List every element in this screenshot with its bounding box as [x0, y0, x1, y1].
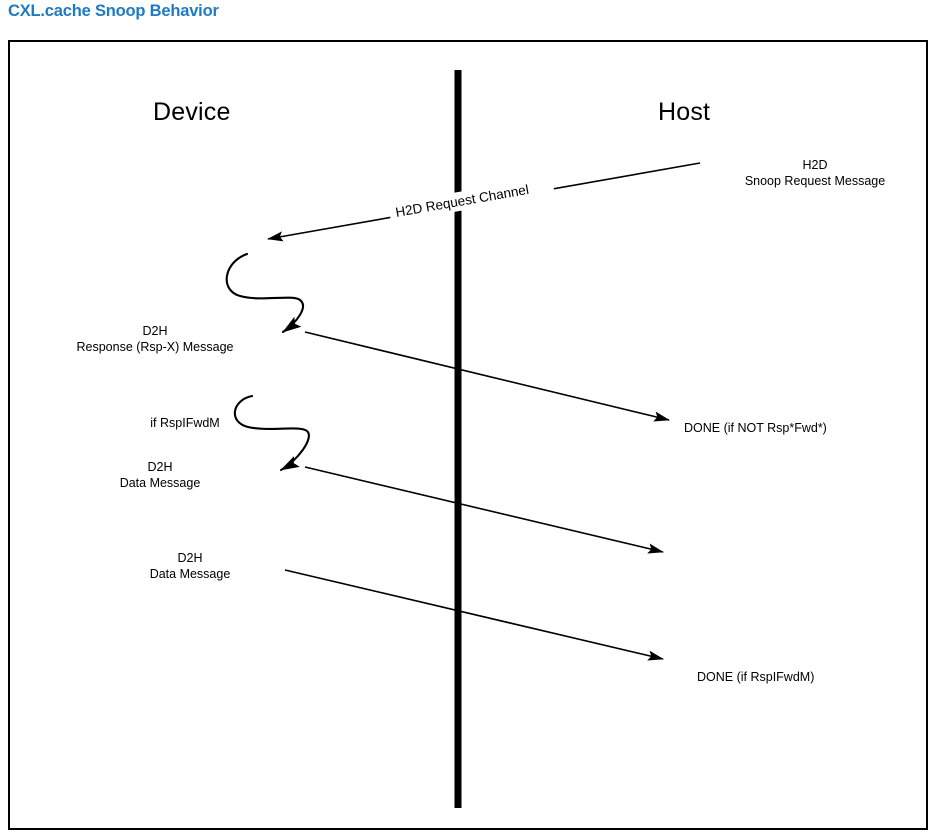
lane-title-host: Host	[658, 98, 711, 126]
label-d2h-data-message-1-line2: Data Message	[119, 476, 201, 490]
label-h2d-snoop-request-line1: H2D	[802, 158, 828, 172]
label-d2h-data-message-2: D2H Data Message	[90, 550, 290, 582]
label-d2h-response-rspx-line1: D2H	[142, 324, 168, 338]
label-d2h-data-message-2-line2: Data Message	[149, 567, 231, 581]
arrow-d2h-data-message-1	[304, 466, 664, 554]
arrow-d2h-data-message-2	[284, 569, 664, 661]
label-d2h-data-message-2-line1: D2H	[177, 551, 203, 565]
label-h2d-snoop-request-line2: Snoop Request Message	[744, 174, 886, 188]
label-d2h-response-rspx-line2: Response (Rsp-X) Message	[76, 340, 234, 354]
diagram-frame	[8, 40, 928, 830]
squiggle-device-processing-1	[225, 252, 305, 334]
label-d2h-response-rspx: D2H Response (Rsp-X) Message	[25, 323, 285, 355]
arrow-d2h-response-rspx	[304, 331, 670, 422]
label-if-rspifwdm: if RspIFwdM	[150, 416, 220, 430]
label-done-rspifwdm: DONE (if RspIFwdM)	[697, 670, 815, 684]
label-d2h-data-message-1: D2H Data Message	[60, 459, 260, 491]
label-done-not-rspfwd: DONE (if NOT Rsp*Fwd*)	[684, 421, 827, 435]
label-h2d-snoop-request: H2D Snoop Request Message	[702, 157, 928, 189]
page-title: CXL.cache Snoop Behavior	[8, 2, 219, 20]
label-d2h-data-message-1-line1: D2H	[147, 460, 173, 474]
lane-title-device: Device	[153, 98, 231, 126]
squiggle-device-processing-2	[233, 394, 310, 472]
